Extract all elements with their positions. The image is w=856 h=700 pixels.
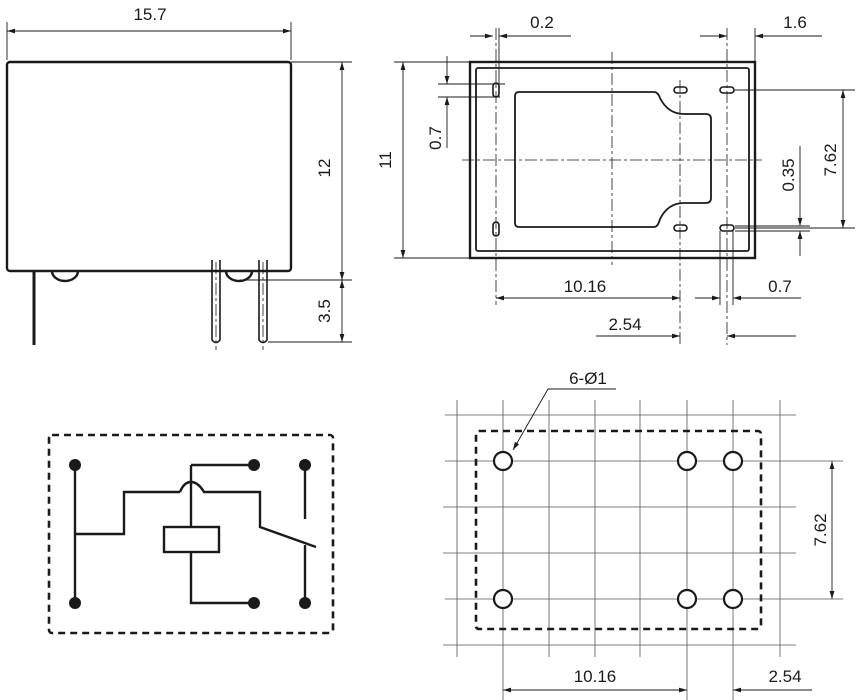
terminal-dot bbox=[69, 597, 81, 609]
wiring-schematic bbox=[47, 433, 335, 635]
row-spacing-dimension: 7.62 bbox=[821, 143, 840, 176]
pin-span-dimension: 10.16 bbox=[574, 667, 617, 686]
pin-slot bbox=[673, 86, 688, 94]
body-foot bbox=[224, 270, 254, 283]
row-spacing-dimension: 7.62 bbox=[811, 513, 830, 546]
schematic-boundary bbox=[47, 433, 335, 635]
pcb-holes bbox=[492, 450, 744, 610]
terminal-dot bbox=[248, 597, 260, 609]
terminal-dot bbox=[69, 459, 81, 471]
width-dimension: 15.7 bbox=[133, 5, 166, 24]
holes-callout: 6-Ø1 bbox=[569, 369, 607, 388]
pin-length-dimension: 3.5 bbox=[315, 299, 334, 323]
body-foot bbox=[50, 270, 80, 283]
pcb-hole bbox=[722, 588, 744, 610]
pin-slot bbox=[719, 224, 735, 232]
height-dimension: 12 bbox=[315, 159, 334, 178]
slot-length-dimension: 0.7 bbox=[426, 126, 445, 150]
bottom-view: 11 0.7 0.2 1.6 7.62 0.35 10.16 0.7 2.54 bbox=[376, 13, 855, 345]
wire bbox=[75, 490, 180, 536]
edge-offset-dimension: 1.6 bbox=[783, 13, 807, 32]
relay-coil bbox=[162, 525, 221, 554]
side-view: 15.7 12 3.5 bbox=[5, 5, 352, 350]
slot-width-dimension: 0.2 bbox=[530, 13, 554, 32]
wire bbox=[189, 552, 254, 605]
pin-slot bbox=[673, 224, 688, 232]
schematic-wires bbox=[73, 463, 317, 605]
pcb-hole bbox=[676, 588, 698, 610]
pin-slot bbox=[492, 221, 500, 237]
pcb-hole bbox=[676, 450, 698, 472]
leader-line bbox=[512, 388, 616, 451]
pin-slot bbox=[719, 86, 735, 94]
coil-cavity bbox=[514, 91, 712, 228]
pcb-layout: 6-Ø1 7.62 10.16 2.54 bbox=[443, 369, 843, 700]
pin-pitch-dimension: 2.54 bbox=[608, 315, 641, 334]
pin-width-dimension: 0.7 bbox=[768, 277, 792, 296]
inner-outline bbox=[475, 67, 750, 252]
terminal-dot bbox=[299, 459, 311, 471]
terminal-dot bbox=[299, 597, 311, 609]
switch-arm bbox=[178, 480, 317, 549]
slot-thickness-dimension: 0.35 bbox=[779, 158, 798, 191]
grid bbox=[443, 400, 843, 700]
pin-pitch-dimension: 2.54 bbox=[768, 667, 801, 686]
terminal-dot bbox=[248, 459, 260, 471]
pcb-hole bbox=[722, 450, 744, 472]
pcb-hole bbox=[492, 588, 514, 610]
height-dimension: 11 bbox=[376, 151, 395, 169]
pcb-hole bbox=[492, 450, 514, 472]
terminals bbox=[69, 459, 311, 609]
pin-span-dimension: 10.16 bbox=[564, 277, 607, 296]
relay-body bbox=[5, 60, 293, 273]
